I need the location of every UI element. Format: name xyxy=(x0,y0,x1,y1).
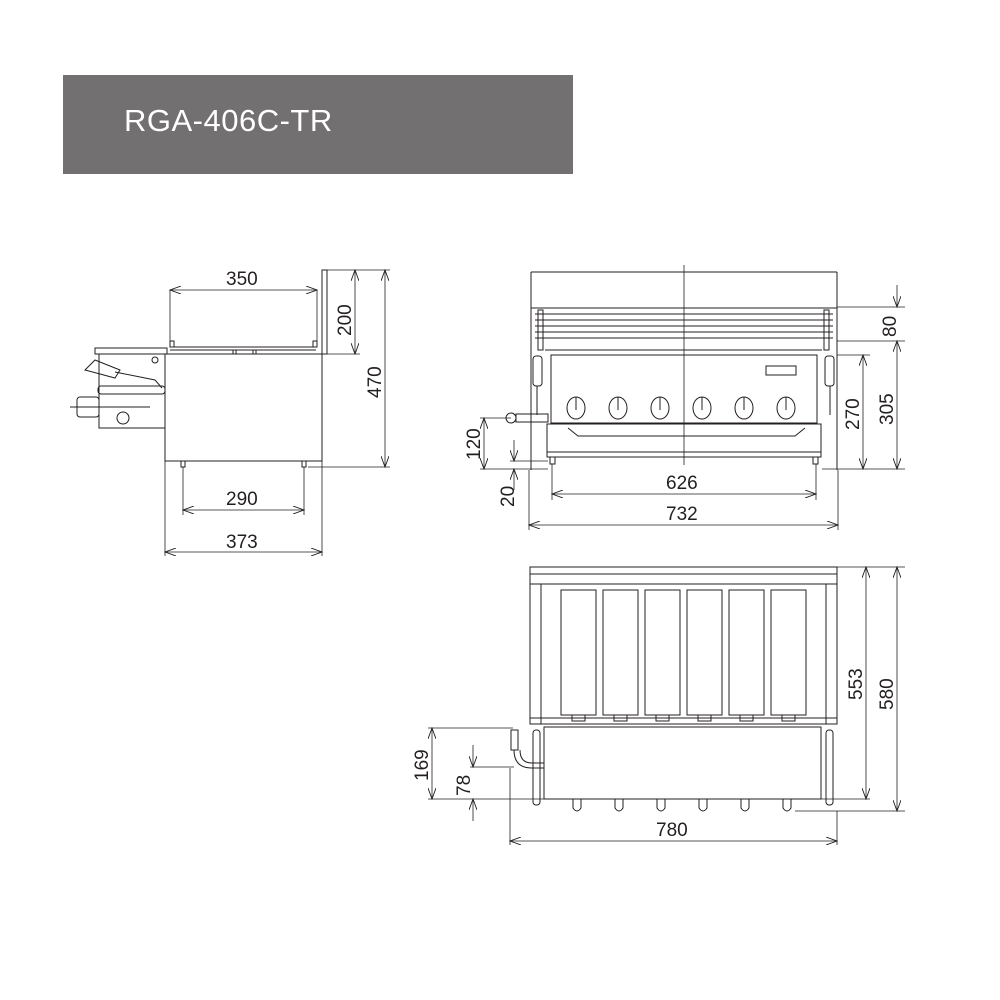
front-view-dimensions xyxy=(480,285,905,530)
dim-580: 580 xyxy=(877,678,898,710)
title-banner xyxy=(63,75,573,174)
front-view xyxy=(505,265,838,470)
top-view xyxy=(510,566,838,806)
dim-305: 305 xyxy=(877,393,898,425)
dim-169: 169 xyxy=(412,749,433,781)
dim-780: 780 xyxy=(656,820,688,841)
dim-120: 120 xyxy=(464,428,485,460)
side-view xyxy=(70,269,328,468)
dim-200: 200 xyxy=(335,304,356,336)
dim-270: 270 xyxy=(843,398,864,430)
dim-626: 626 xyxy=(666,473,698,494)
burner-tubes xyxy=(560,589,807,722)
dim-732: 732 xyxy=(666,504,698,525)
control-knobs xyxy=(566,396,796,420)
knob-stems xyxy=(572,799,792,812)
model-title: RGA-406C-TR xyxy=(124,103,333,138)
dim-20: 20 xyxy=(498,486,519,507)
dim-290: 290 xyxy=(226,489,258,510)
dim-350: 350 xyxy=(226,269,258,290)
dim-470: 470 xyxy=(365,366,386,398)
dim-553: 553 xyxy=(846,668,867,700)
dim-78: 78 xyxy=(454,775,475,796)
side-view-dimensions xyxy=(165,270,390,556)
dim-373: 373 xyxy=(226,532,258,553)
top-view-dimensions xyxy=(428,567,905,845)
dim-80: 80 xyxy=(880,316,901,337)
